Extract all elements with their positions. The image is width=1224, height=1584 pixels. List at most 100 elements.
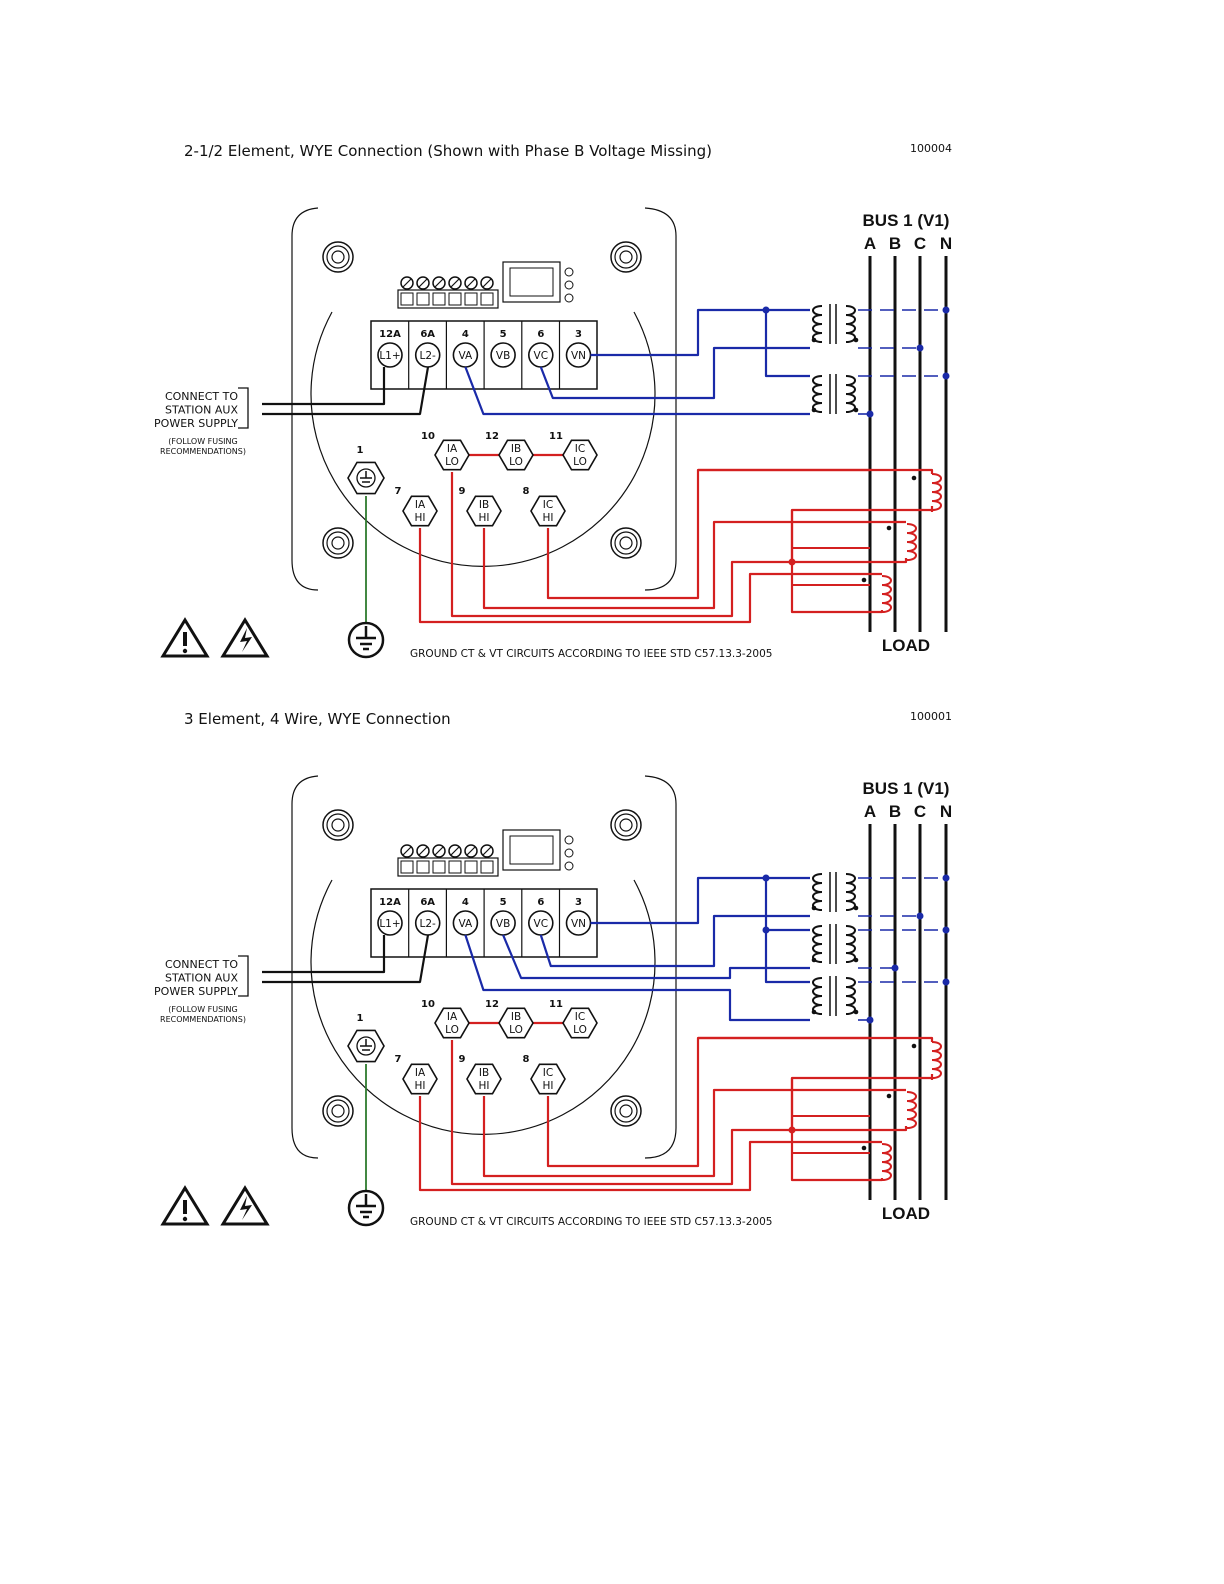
coil — [812, 977, 823, 1015]
comm-terminal-block — [397, 261, 574, 309]
terminal-number: 7 — [395, 486, 402, 497]
junction-dot — [762, 874, 770, 882]
hex-terminal — [530, 1063, 566, 1095]
screw-terminal-icon — [448, 844, 462, 858]
mounting-screw-icon — [322, 1095, 354, 1127]
terminal-number: 4 — [462, 329, 469, 340]
screw-ring — [322, 241, 354, 273]
ct-wire-ib-hi — [482, 1088, 906, 1178]
screw-slot — [418, 278, 428, 288]
coil — [812, 375, 823, 413]
screw-ring — [322, 1095, 354, 1127]
supply-note: RECOMMENDATIONS) — [160, 1015, 246, 1024]
ct-wiring — [418, 468, 942, 624]
junction-dot — [762, 306, 770, 314]
hex-terminal — [562, 439, 598, 471]
vt-secondary-vc — [539, 346, 810, 400]
ground-icon — [347, 621, 385, 659]
current-transformer-icon — [911, 473, 942, 511]
terminal-number: 5 — [500, 329, 507, 340]
terminal-cell — [464, 860, 478, 874]
coil — [881, 575, 892, 613]
screw-ring — [614, 1099, 638, 1123]
terminal-cell — [480, 860, 494, 874]
led-icon — [564, 835, 574, 845]
voltage-transformer-icon — [811, 924, 859, 964]
coil — [812, 305, 823, 343]
terminal-number: 3 — [575, 897, 582, 908]
current-transformer-icon — [886, 523, 917, 561]
junction-dot — [942, 306, 950, 314]
ct-wire-ic-hi — [546, 1036, 870, 1168]
comm-block — [397, 857, 499, 877]
terminal-label: IA — [415, 499, 426, 511]
screw-terminal-icon — [480, 844, 494, 858]
diagram-code: 100004 — [910, 142, 952, 155]
vt-secondary-vn — [764, 310, 810, 378]
screw-slot — [482, 278, 492, 288]
screw-ring — [619, 1104, 633, 1118]
led-icon — [564, 267, 574, 277]
screw-terminal-icon — [432, 276, 446, 290]
terminal-cell — [400, 292, 414, 306]
supply-wire-l1 — [262, 935, 386, 974]
terminal-number: 12A — [379, 329, 401, 340]
terminal-label: L2- — [420, 918, 437, 930]
ground-icon — [347, 1189, 385, 1227]
terminal-label: VA — [459, 918, 474, 930]
terminal-number: 1 — [357, 1013, 364, 1024]
diagram-1: 2-1/2 Element, WYE Connection (Shown wit… — [154, 142, 952, 660]
terminal-label: IC — [575, 443, 585, 455]
bus-title: BUS 1 (V1) — [863, 779, 950, 798]
junction-dot — [942, 978, 950, 986]
supply-note: (FOLLOW FUSING — [168, 437, 237, 446]
hex-terminal — [498, 439, 534, 471]
terminal-label: VB — [496, 350, 510, 362]
screw-terminal-icon — [400, 844, 414, 858]
bus-phase-label: B — [889, 234, 901, 253]
screw-ring — [614, 813, 638, 837]
screw-terminal-icon — [448, 276, 462, 290]
coil — [845, 925, 856, 963]
comm-terminal-block — [397, 829, 574, 877]
junction-dot — [942, 926, 950, 934]
screw-ring — [331, 818, 345, 832]
terminal-label: HI — [479, 512, 490, 524]
polarity-dot — [853, 1009, 859, 1015]
ground-note: GROUND CT & VT CIRCUITS ACCORDING TO IEE… — [410, 648, 772, 660]
ct-wire-ia-hi — [418, 528, 882, 624]
terminal-label: VN — [571, 918, 586, 930]
screw-slot — [450, 278, 460, 288]
screw-slot — [450, 846, 460, 856]
screw-ring — [331, 1104, 345, 1118]
screw-ring — [322, 809, 354, 841]
warning-triangle — [220, 617, 270, 658]
terminal-cell — [480, 292, 494, 306]
polarity-dot — [811, 407, 817, 413]
junction-dot — [916, 912, 924, 920]
mounting-screw-icon — [322, 241, 354, 273]
terminal-label: IB — [511, 443, 521, 455]
vt-secondary-va — [464, 366, 810, 416]
screw-ring — [610, 1095, 642, 1127]
screw-terminal-icon — [416, 276, 430, 290]
terminal-cell — [432, 860, 446, 874]
terminal-cell — [432, 292, 446, 306]
vt-secondary-vn — [764, 878, 810, 932]
terminal-number: 11 — [549, 999, 563, 1010]
terminal-label: LO — [509, 456, 523, 468]
ethernet-port-icon — [502, 261, 561, 303]
screw-terminal-icon — [416, 844, 430, 858]
screw-terminal-icon — [464, 844, 478, 858]
terminal-label: VC — [534, 918, 549, 930]
warning-triangle — [220, 1185, 270, 1226]
terminal-cell — [464, 292, 478, 306]
terminal-number: 12 — [485, 999, 499, 1010]
terminal-number: 5 — [500, 897, 507, 908]
hex-terminal — [402, 495, 438, 527]
screw-ring — [331, 250, 345, 264]
